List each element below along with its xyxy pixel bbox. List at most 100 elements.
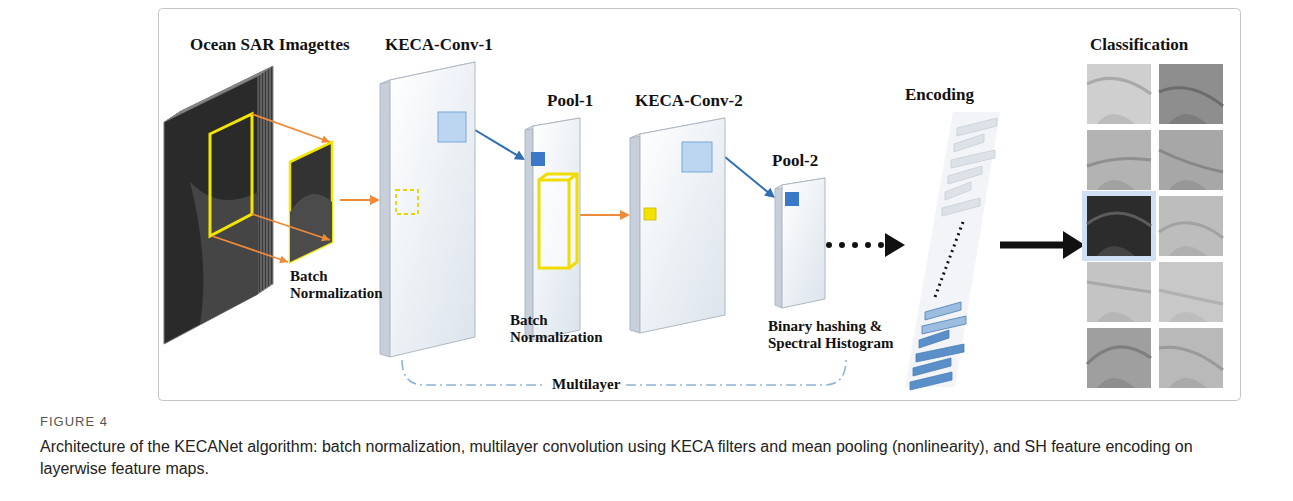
classification-grid: Classification [1085,62,1225,392]
yellow-box-fill [539,174,577,268]
orange-head [321,136,330,144]
orange-arrow [340,195,380,205]
tile-texture [1087,158,1151,166]
yellow-window [210,114,252,236]
arrow-head [885,233,905,257]
tile-texture [1087,347,1151,364]
tile-texture [1087,213,1151,226]
bn-patch [290,142,332,262]
tile-texture [1159,88,1223,106]
histogram-bar [910,372,952,390]
sar-tile [1087,328,1151,388]
multilayer-label: Multilayer [546,376,626,393]
connector-line [475,130,517,155]
node-art [380,62,475,357]
layer-heading: Ocean SAR Imagettes [190,35,350,55]
yellow-box-back [539,174,577,268]
layer-heading: Pool-2 [772,151,818,171]
arrow-head [620,210,630,220]
tile-texture [1159,223,1223,238]
encoding-label: Binary hashing & Spectral Histogram [768,318,900,353]
tile-texture [1169,378,1207,388]
node-art [775,178,825,308]
slab-side [775,185,782,308]
tile-texture [1159,150,1223,172]
pool-layer: Pool-2 [775,178,825,308]
arrow-head [764,188,775,198]
tile-texture [1169,312,1207,322]
highlight-glow [1082,191,1156,261]
dotted-arrow [829,233,905,257]
node-art [905,112,1000,387]
yellow-box-front [539,180,569,268]
tile-texture [1169,246,1207,256]
tile-texture [1169,114,1207,124]
slab-side [630,134,640,333]
node-art [1085,62,1225,392]
node-art [160,62,340,352]
histogram-bar [954,134,984,152]
tile-texture [1169,180,1207,190]
connector-line [725,157,768,192]
tile-texture [1097,180,1135,190]
tile-texture [1097,246,1135,256]
histogram-bar [951,150,995,168]
layer-heading: Classification [1090,35,1188,55]
layer-heading: Pool-1 [547,91,593,111]
tile-texture [1097,378,1135,388]
sar-tile [1159,130,1223,190]
tile-texture [1087,282,1151,292]
slab-face [390,62,475,357]
pooled-square [785,192,799,206]
pool-layer: Pool-1 [525,118,580,340]
histogram-bar [925,302,961,320]
imagette-stack: Ocean SAR Imagettes [160,62,340,352]
sar-tile [1087,196,1151,256]
connector-line [580,214,621,216]
histogram-bar [919,330,949,348]
connector-line [829,242,886,248]
blue-arrow [475,130,525,160]
conv-layer: KECA-Conv-1 [380,62,475,357]
tile-texture [1097,114,1135,124]
layer-heading: Encoding [905,85,974,105]
tile-texture [1097,312,1135,322]
slab-face [782,178,825,308]
blue-arrow [725,157,775,198]
ocean-texture [190,182,258,324]
orange-head [321,234,330,242]
slab-face [533,118,580,340]
slab-face [640,118,725,333]
orange-arrow [212,236,288,263]
orange-line [252,214,330,240]
histogram-bar [948,166,982,184]
arrow-head [370,195,380,205]
bn-label: Batch Normalization [510,312,615,347]
orange-arrow [252,214,330,241]
sar-tile [1159,196,1223,256]
arrow-head [514,151,525,160]
pooled-square [531,152,545,166]
sar-tile [1087,64,1151,124]
slab-side [380,80,390,357]
layer-heading: KECA-Conv-2 [635,91,743,111]
figure-number: FIGURE 4 [40,414,108,429]
dashed-window [396,190,418,214]
dotted-line [935,222,963,297]
encoding-band [905,112,1000,387]
imagette-front [164,76,258,344]
sar-tile [1159,262,1223,322]
connector-line [1000,242,1064,249]
node-art [525,118,580,340]
orange-arrow [580,210,630,220]
yellow-square [644,208,656,220]
encoding-block: Encoding [905,112,1000,387]
sar-tile [1159,64,1223,124]
filter-square [682,142,712,172]
arrow-head [1063,231,1085,259]
histogram-bar [945,182,971,200]
tile-texture [1159,347,1223,370]
orange-arrow [252,114,330,143]
orange-line [212,236,288,262]
